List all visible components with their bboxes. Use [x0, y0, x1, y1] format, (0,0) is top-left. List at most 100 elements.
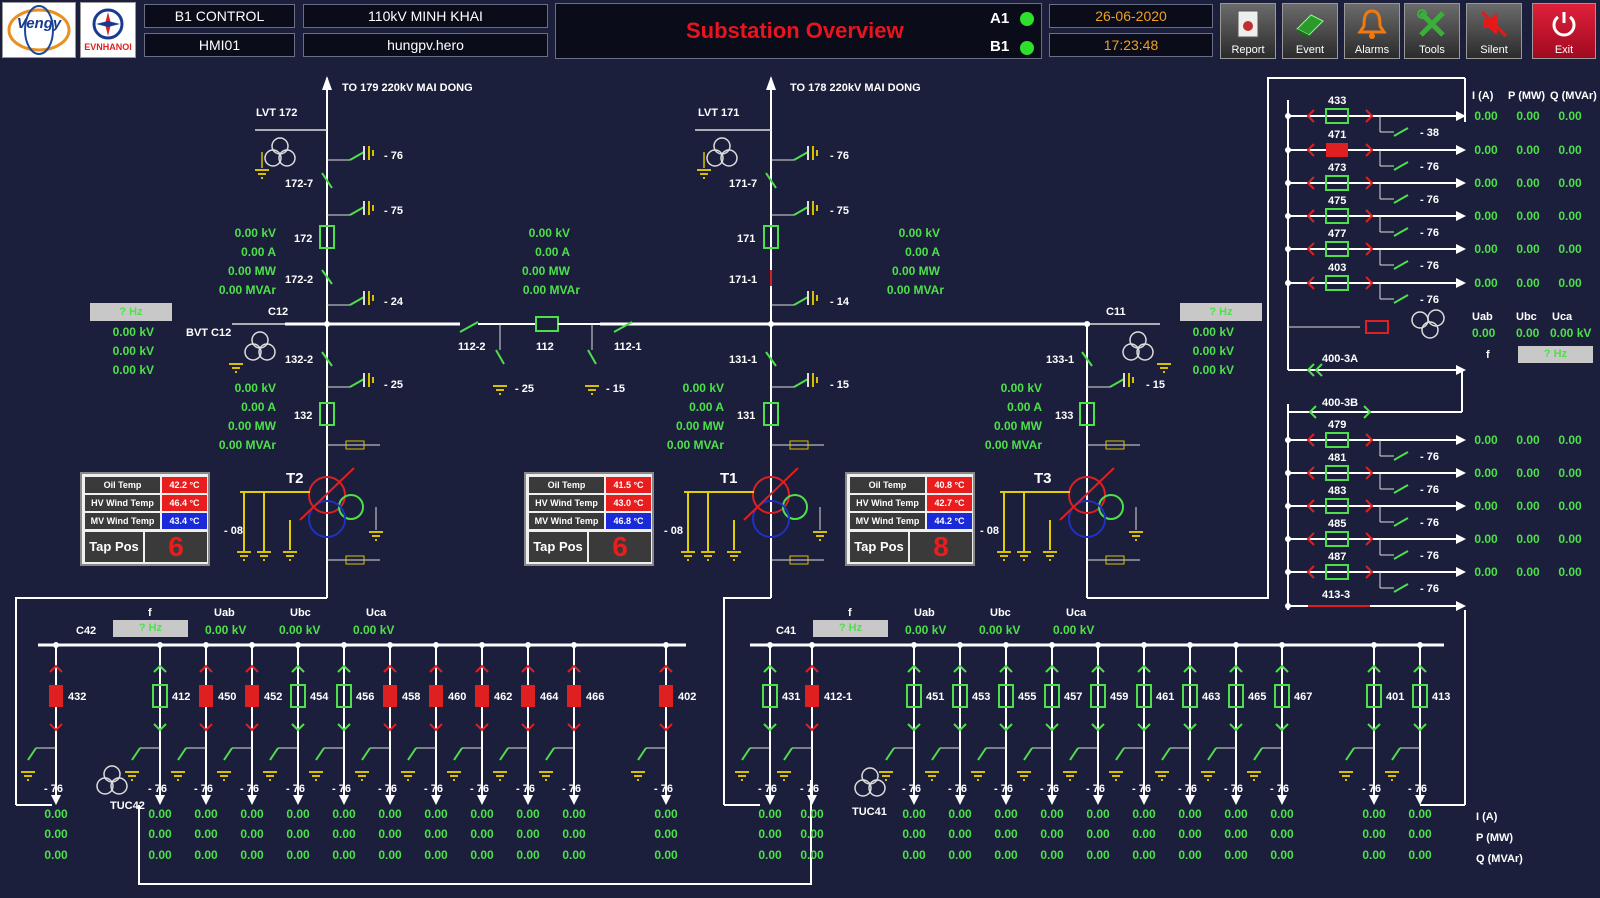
rp-uab-label: Uab: [1472, 311, 1493, 323]
feeder-455[interactable]: 455- 760.000.000.00: [970, 642, 1036, 862]
uca-value: 0.00 kV: [1053, 623, 1094, 637]
es-label: - 76: [1420, 294, 1439, 306]
feeder-value: 0.00: [1178, 848, 1202, 862]
feeder-412-1[interactable]: 412-1- 760.000.000.00: [776, 642, 852, 862]
rp-value: 0.00: [1558, 565, 1582, 579]
feeder-value: 0.00: [1224, 848, 1248, 862]
svg-text:EVNHANOI: EVNHANOI: [84, 42, 132, 52]
rp-feeder-label: 473: [1328, 162, 1346, 174]
es-label: - 76: [1420, 517, 1439, 529]
svg-text:0.00 kV: 0.00 kV: [1193, 363, 1234, 377]
rp-ubc-label: Ubc: [1516, 311, 1537, 323]
feeder-461[interactable]: 461- 760.000.000.00: [1108, 642, 1174, 862]
alarms-button[interactable]: Alarms: [1344, 3, 1400, 59]
report-button[interactable]: Report: [1220, 3, 1276, 59]
oil-temp-value: 41.5 °C: [606, 477, 651, 493]
c42-frequency-box: ? Hz: [113, 620, 188, 637]
feeder-value: 0.00: [1132, 827, 1156, 841]
feeder-459[interactable]: 459- 760.000.000.00: [1062, 642, 1128, 862]
feeder-value: 0.00: [286, 848, 310, 862]
feeder-465[interactable]: 465- 760.000.000.00: [1200, 642, 1266, 862]
feeder-value: 0.00: [1362, 807, 1386, 821]
f-label: f: [148, 607, 152, 619]
feeder-451[interactable]: 451- 760.000.000.00: [878, 642, 944, 862]
feeder-464[interactable]: 464- 760.000.000.00: [492, 642, 559, 862]
feeder-431[interactable]: 431- 760.000.000.00: [734, 642, 800, 862]
feeder-460[interactable]: 460- 760.000.000.00: [400, 642, 466, 862]
es-label: - 76: [1420, 550, 1439, 562]
es-label: - 76: [562, 783, 581, 795]
svg-text:0.00 MW: 0.00 MW: [994, 419, 1043, 433]
feeder-462[interactable]: 462- 760.000.000.00: [446, 642, 512, 862]
feeder-value: 0.00: [286, 807, 310, 821]
tuc41-label: TUC41: [852, 806, 887, 818]
legend-q: Q (MVAr): [1476, 853, 1523, 865]
es-label: - 76: [286, 783, 305, 795]
feeder-456[interactable]: 456- 760.000.000.00: [308, 642, 374, 862]
feeder-value: 0.00: [148, 848, 172, 862]
svg-text:0.00 A: 0.00 A: [689, 400, 724, 414]
feeder-457[interactable]: 457- 760.000.000.00: [1016, 642, 1082, 862]
rp-value: 0.00: [1516, 109, 1540, 123]
feeder-458[interactable]: 458- 760.000.000.00: [354, 642, 420, 862]
feeder-454[interactable]: 454- 760.000.000.00: [262, 642, 329, 862]
feeder-402[interactable]: 402- 760.000.000.00: [630, 642, 696, 862]
ds-171-7-label: 171-7: [729, 178, 757, 190]
feeder-value: 0.00: [994, 848, 1018, 862]
feeder-value: 0.00: [516, 807, 540, 821]
feeder-413[interactable]: 413- 760.000.000.00: [1384, 642, 1450, 862]
es-label: - 76: [800, 783, 819, 795]
feeder-value: 0.00: [44, 848, 68, 862]
feeder-452[interactable]: 452- 760.000.000.00: [216, 642, 282, 862]
rp-value: 0.00: [1516, 209, 1540, 223]
ds-172-7-label: 172-7: [285, 178, 313, 190]
es-label: - 76: [378, 783, 397, 795]
svg-text:0.00 MW: 0.00 MW: [676, 419, 725, 433]
vengy-logo: Vengy: [2, 2, 76, 58]
tools-button[interactable]: Tools: [1404, 3, 1460, 59]
svg-text:0.00 A: 0.00 A: [1007, 400, 1042, 414]
feeder-value: 0.00: [516, 848, 540, 862]
feeder-label: 402: [678, 691, 696, 703]
meas-133: 0.00 kV 0.00 A 0.00 MW 0.00 MVAr: [985, 381, 1043, 452]
tap-pos-label: Tap Pos: [85, 532, 143, 562]
feeder-value: 0.00: [758, 827, 782, 841]
feeder-412[interactable]: 412- 760.000.000.00: [124, 642, 190, 862]
feeder-467[interactable]: 467- 760.000.000.00: [1246, 642, 1312, 862]
feeder-453[interactable]: 453- 760.000.000.00: [924, 642, 990, 862]
feeder-value: 0.00: [994, 807, 1018, 821]
event-button[interactable]: Event: [1282, 3, 1338, 59]
feeder-label: 458: [402, 691, 420, 703]
exit-button[interactable]: Exit: [1532, 3, 1596, 59]
c11-frequency-box: ? Hz: [1180, 303, 1262, 321]
feeder-401[interactable]: 401- 760.000.000.00: [1338, 642, 1404, 862]
feeder-466[interactable]: 466- 760.000.000.00: [538, 642, 604, 862]
feeder-463[interactable]: 463- 760.000.000.00: [1154, 642, 1220, 862]
es-label: - 76: [424, 783, 443, 795]
ubc-value: 0.00 kV: [979, 623, 1020, 637]
c41-label: C41: [776, 625, 796, 637]
feeder-432[interactable]: 432- 760.000.000.00: [20, 642, 86, 862]
feeder-450[interactable]: 450- 760.000.000.00: [170, 642, 236, 862]
hv-temp-value: 43.0 °C: [606, 495, 651, 511]
silent-button[interactable]: Silent: [1466, 3, 1522, 59]
rp-value: 0.00: [1474, 466, 1498, 480]
rp-value: 0.00: [1474, 209, 1498, 223]
cb-112-label: 112: [536, 341, 554, 353]
meas-171: 0.00 kV 0.00 A 0.00 MW 0.00 MVAr: [887, 226, 944, 297]
rp-value: 0.00: [1474, 433, 1498, 447]
